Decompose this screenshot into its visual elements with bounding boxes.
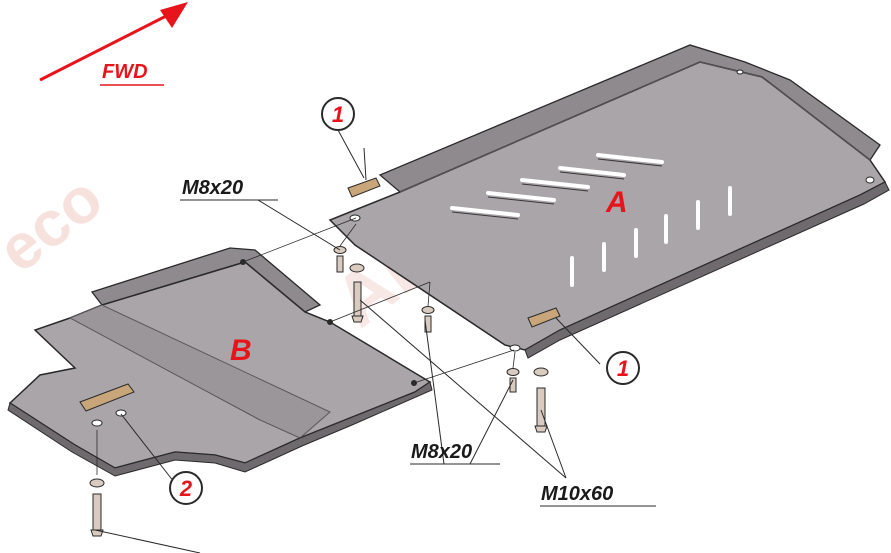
bracket-a-right — [527, 307, 561, 328]
part-b-label: B — [230, 334, 252, 367]
bracket-a-top — [347, 147, 381, 198]
callout-2: 2 — [169, 471, 203, 505]
svg-text:1: 1 — [617, 356, 629, 381]
bracket-b — [79, 383, 135, 412]
fastener-label-m8x20-top: M8x20 — [182, 177, 243, 199]
skid-plate-b — [7, 247, 433, 477]
callout-1-right: 1 — [606, 351, 640, 385]
part-a-label: A — [605, 186, 628, 219]
fastener-label-m10x60: M10x60 — [541, 483, 613, 505]
fastener-label-m8x20-bottom: M8x20 — [411, 441, 472, 463]
direction-label: FWD — [102, 61, 148, 83]
leader-lines — [94, 129, 656, 553]
forward-arrow-icon — [39, 2, 188, 82]
skid-plate-a — [328, 44, 890, 359]
fastener-stack-right — [506, 367, 549, 433]
assembly-lines — [96, 217, 516, 475]
callout-1-top: 1 — [321, 97, 355, 131]
fastener-stack-mid — [421, 306, 435, 333]
svg-text:2: 2 — [179, 476, 193, 501]
fastener-stack-bottom — [89, 478, 105, 537]
svg-text:1: 1 — [332, 102, 344, 127]
svg-text:eco: eco — [0, 161, 116, 286]
